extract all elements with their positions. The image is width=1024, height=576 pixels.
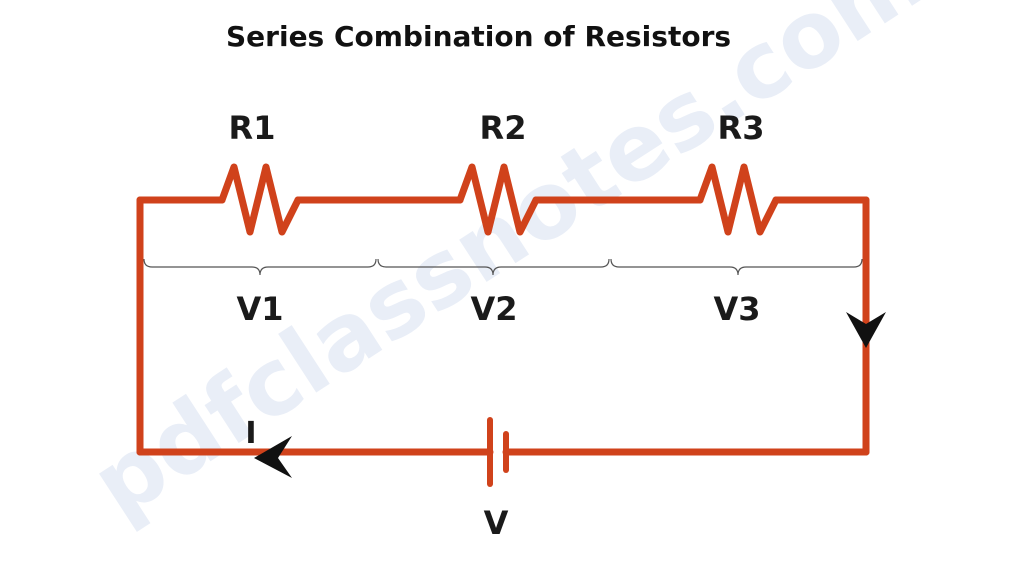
resistor-r1-zigzag: [218, 163, 302, 236]
resistor-r2-zigzag: [456, 163, 540, 236]
current-arrow-down-icon: [846, 312, 886, 348]
diagram-title: Series Combination of Resistors: [226, 20, 732, 53]
circuit-wire: [136, 163, 870, 456]
voltage-braces: [143, 258, 863, 276]
brace-v2: [377, 258, 610, 276]
label-r3: R3: [718, 109, 765, 147]
brace-v3: [610, 258, 863, 276]
label-v3: V3: [713, 290, 760, 328]
label-r1: R1: [229, 109, 276, 147]
resistor-r3-zigzag: [696, 163, 780, 236]
label-current: I: [245, 416, 256, 451]
current-arrow-left-icon: [254, 436, 292, 478]
label-r2: R2: [480, 109, 527, 147]
label-v2: V2: [470, 290, 517, 328]
battery-symbol: [487, 417, 509, 487]
label-v1: V1: [236, 290, 283, 328]
brace-v1: [143, 258, 377, 276]
label-voltage: V: [484, 504, 509, 542]
